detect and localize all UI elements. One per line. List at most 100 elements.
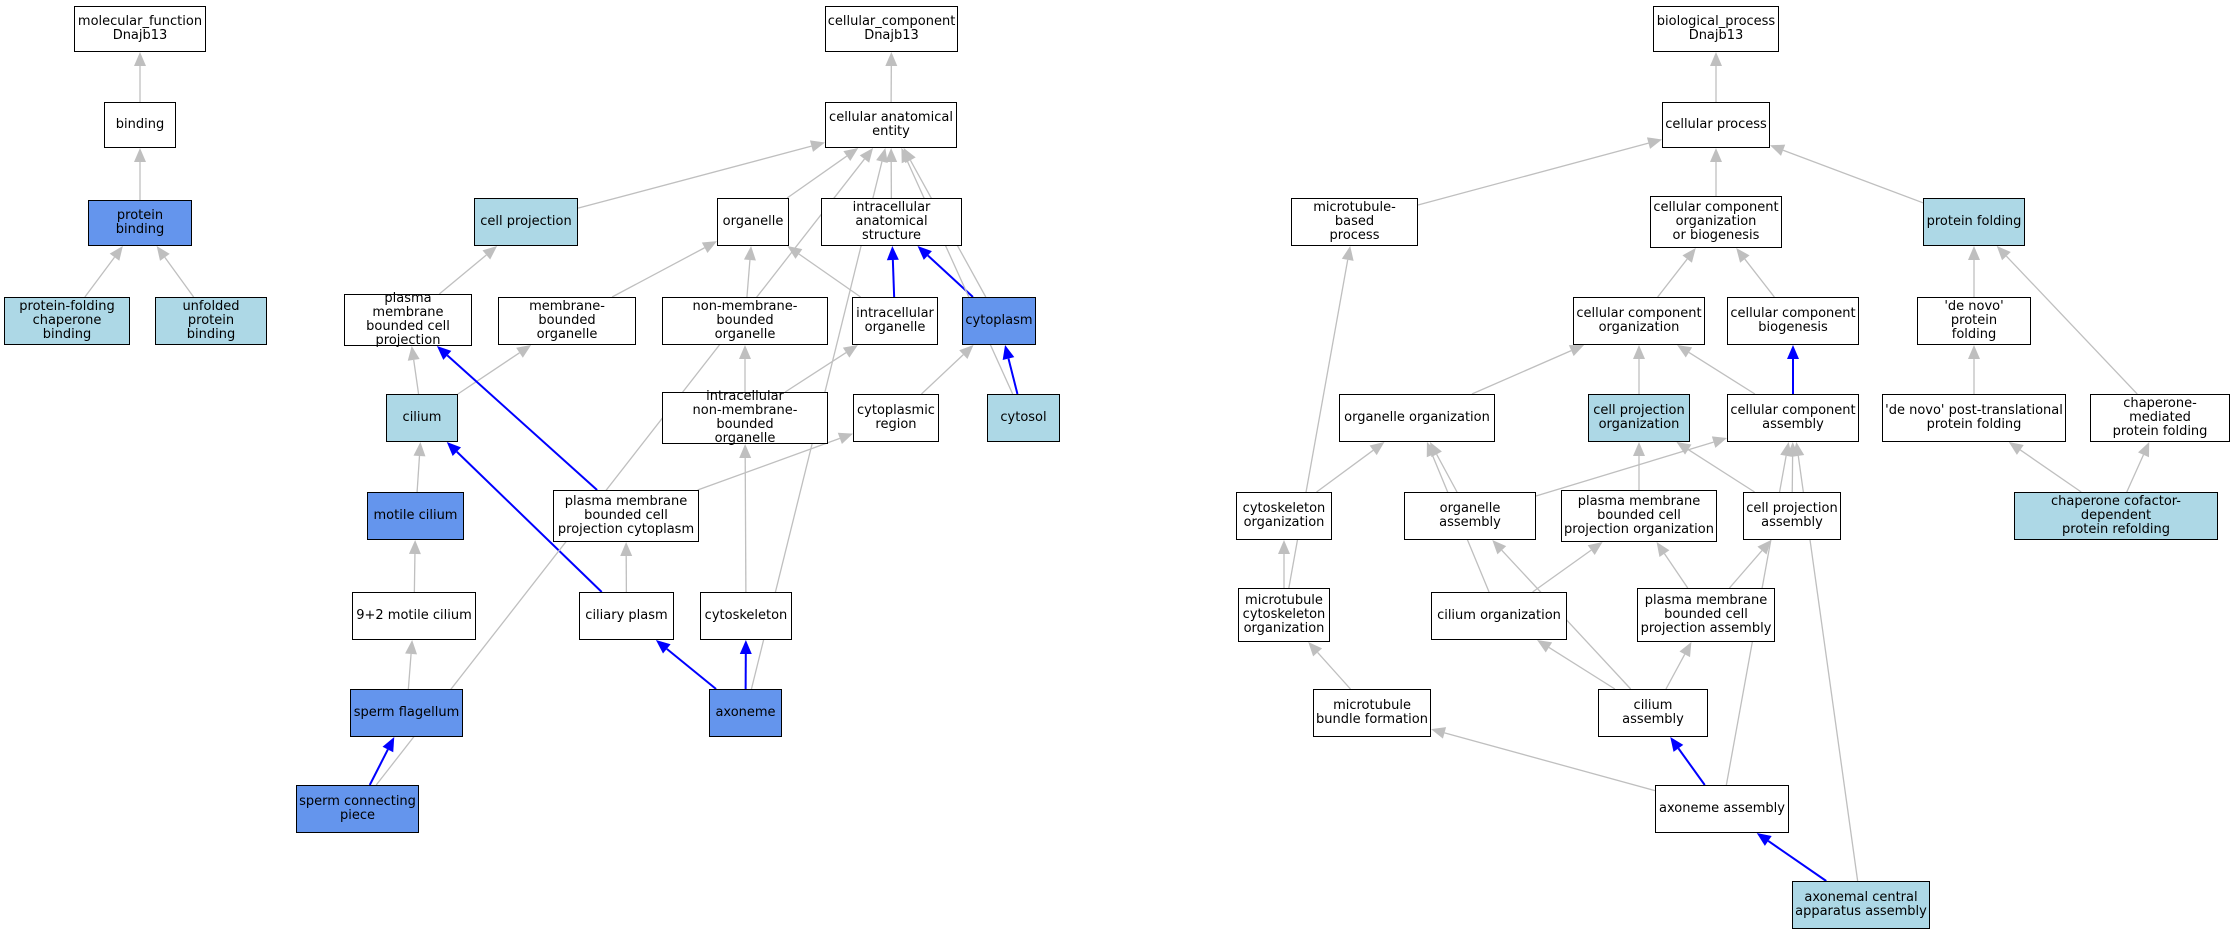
edge-arrowhead-pm_bounded_cell_projection_assembly-to-pm_bounded_cell_projection_organization bbox=[1656, 542, 1670, 557]
node-nine-plus-two-motile-cilium[interactable]: 9+2 motile cilium bbox=[352, 592, 476, 640]
node-intracellular-anatomical-structure[interactable]: intracellular anatomical structure bbox=[821, 198, 962, 246]
node-cilium-organization[interactable]: cilium organization bbox=[1431, 592, 1567, 640]
node-ciliary-plasm[interactable]: ciliary plasm bbox=[579, 592, 674, 640]
edge-line-cytoskeleton-to-intracellular_non_membrane_bounded_organelle bbox=[744, 457, 747, 593]
node-pm-bounded-cell-projection-organization[interactable]: plasma membrane bounded cell projection … bbox=[1561, 490, 1717, 542]
node-organelle-assembly[interactable]: organelle assembly bbox=[1404, 492, 1536, 540]
node-cytoplasmic-region[interactable]: cytoplasmic region bbox=[853, 394, 939, 442]
node-non-membrane-bounded-organelle[interactable]: non-membrane-bounded organelle bbox=[662, 297, 828, 345]
edge-line-sperm_connecting_piece-to-cellular_anatomical_entity bbox=[375, 158, 865, 786]
node-de-novo-protein-folding[interactable]: 'de novo' protein folding bbox=[1917, 297, 2031, 345]
node-cell-projection-organization[interactable]: cell projection organization bbox=[1588, 394, 1690, 442]
edge-arrowhead-cilium_organization-to-pm_bounded_cell_projection_organization bbox=[1587, 542, 1603, 556]
node-cilium-assembly[interactable]: cilium assembly bbox=[1598, 689, 1708, 737]
node-molecular-function-root[interactable]: molecular_function Dnajb13 bbox=[74, 6, 206, 52]
node-sperm-flagellum[interactable]: sperm flagellum bbox=[350, 689, 463, 737]
edge-line-cilium_assembly-to-pm_bounded_cell_projection_assembly bbox=[1665, 654, 1686, 690]
edge-line-cilium_organization-to-pm_bounded_cell_projection_organization bbox=[1532, 549, 1592, 593]
edge-line-nine_plus_two_motile_cilium-to-motile_cilium bbox=[413, 553, 416, 593]
edge-arrowhead-cilium-to-plasma_membrane_bounded_cell_projection bbox=[407, 346, 420, 361]
edge-line-cellular_component_biogenesis-to-cellular_component_organization_or_biogenesis bbox=[1744, 258, 1775, 298]
edge-arrowhead-cilium_assembly-to-cilium_organization bbox=[1537, 640, 1553, 653]
node-cell-projection[interactable]: cell projection bbox=[474, 198, 578, 246]
edge-arrowhead-microtubule_bundle_formation-to-microtubule_cytoskeleton_organization bbox=[1308, 642, 1323, 657]
edge-arrowhead-protein_folding-to-cellular_process bbox=[1770, 144, 1786, 156]
edge-arrowhead-de_novo_protein_folding-to-protein_folding bbox=[1968, 246, 1980, 260]
node-cytoskeleton-organization[interactable]: cytoskeleton organization bbox=[1236, 492, 1332, 540]
node-organelle[interactable]: organelle bbox=[717, 198, 789, 246]
edge-arrowhead-organelle-to-cellular_anatomical_entity bbox=[843, 148, 859, 161]
node-cellular-process[interactable]: cellular process bbox=[1662, 102, 1770, 148]
edge-arrowhead-pm_bounded_cell_projection_cytoplasm-to-cytoplasmic_region bbox=[837, 432, 853, 445]
node-cellular-component-organization-or-biogenesis[interactable]: cellular component organization or bioge… bbox=[1650, 196, 1782, 248]
node-axoneme[interactable]: axoneme bbox=[709, 689, 782, 737]
node-cytosol[interactable]: cytosol bbox=[987, 394, 1060, 442]
node-chaperone-cofactor-dependent-protein-refolding[interactable]: chaperone cofactor-dependent protein ref… bbox=[2014, 492, 2218, 540]
node-cytoskeleton[interactable]: cytoskeleton bbox=[700, 592, 792, 640]
edge-arrowhead-sperm_flagellum-to-nine_plus_two_motile_cilium bbox=[405, 640, 418, 655]
edge-arrowhead-non_membrane_bounded_organelle-to-organelle bbox=[743, 246, 756, 261]
edge-line-cytosol-to-cytoplasm bbox=[1007, 358, 1019, 395]
edge-arrowhead-chaperone_cofactor_dependent_protein_refolding-to-chaperone_mediated_protein_folding bbox=[2138, 442, 2150, 458]
edge-arrowhead-microtubule_cytoskeleton_organization-to-microtubule_based_process bbox=[1341, 246, 1354, 261]
edge-arrowhead-cytosol-to-cytoplasm bbox=[1002, 345, 1015, 361]
node-sperm-connecting-piece[interactable]: sperm connecting piece bbox=[296, 785, 419, 833]
edge-line-pm_bounded_cell_projection_cytoplasm-to-plasma_membrane_bounded_cell_projection bbox=[446, 354, 598, 491]
node-pm-bounded-cell-projection-cytoplasm[interactable]: plasma membrane bounded cell projection … bbox=[553, 490, 699, 542]
edge-arrowhead-cytosol-to-cellular_anatomical_entity bbox=[901, 148, 913, 164]
edge-arrowhead-cilium_organization-to-organelle_organization bbox=[1426, 442, 1438, 458]
edge-arrowhead-intracellular_organelle-to-organelle bbox=[787, 246, 803, 259]
node-microtubule-bundle-formation[interactable]: microtubule bundle formation bbox=[1313, 689, 1431, 737]
node-intracellular-organelle[interactable]: intracellular organelle bbox=[852, 297, 938, 345]
node-microtubule-cytoskeleton-organization[interactable]: microtubule cytoskeleton organization bbox=[1238, 588, 1330, 642]
edge-arrowhead-ciliary_plasm-to-pm_bounded_cell_projection_cytoplasm bbox=[620, 542, 633, 557]
node-pm-bounded-cell-projection-assembly[interactable]: plasma membrane bounded cell projection … bbox=[1637, 588, 1775, 642]
edge-line-membrane_bounded_organelle-to-organelle bbox=[611, 247, 705, 298]
node-protein-folding-chaperone-binding[interactable]: protein-folding chaperone binding bbox=[4, 297, 130, 345]
node-cellular-component-organization[interactable]: cellular component organization bbox=[1573, 297, 1705, 345]
node-binding[interactable]: binding bbox=[104, 102, 176, 148]
node-protein-folding[interactable]: protein folding bbox=[1923, 198, 2025, 246]
node-unfolded-protein-binding[interactable]: unfolded protein binding bbox=[155, 297, 267, 345]
edge-arrowhead-nine_plus_two_motile_cilium-to-motile_cilium bbox=[408, 540, 421, 555]
node-intracellular-non-membrane-bounded-organelle[interactable]: intracellular non-membrane-bounded organ… bbox=[662, 390, 828, 446]
node-protein-binding[interactable]: protein binding bbox=[88, 200, 192, 246]
edge-line-ciliary_plasm-to-cilium bbox=[456, 451, 603, 593]
edge-arrowhead-cytoplasmic_region-to-cytoplasm bbox=[959, 345, 974, 359]
edge-line-cellular_component_assembly-to-cellular_component_organization bbox=[1688, 351, 1756, 395]
edge-arrowhead-cellular_component_organization-to-cellular_component_organization_or_biogenesis bbox=[1682, 248, 1696, 263]
node-cellular-component-root[interactable]: cellular_component Dnajb13 bbox=[825, 6, 958, 52]
edge-arrowhead-protein_folding_chaperone_binding-to-protein_binding bbox=[109, 246, 123, 261]
edge-arrowhead-axoneme-to-cellular_anatomical_entity bbox=[876, 148, 888, 164]
edge-line-sperm_flagellum-to-nine_plus_two_motile_cilium bbox=[407, 653, 412, 690]
edge-line-cytoskeleton_organization-to-organelle_organization bbox=[1316, 449, 1374, 493]
edge-line-microtubule_bundle_formation-to-microtubule_cytoskeleton_organization bbox=[1317, 651, 1351, 690]
node-organelle-organization[interactable]: organelle organization bbox=[1339, 394, 1495, 442]
edge-arrowhead-plasma_membrane_bounded_cell_projection-to-cell_projection bbox=[482, 246, 498, 260]
edge-line-cell_projection_assembly-to-cell_projection_organization bbox=[1687, 449, 1755, 493]
node-cellular-anatomical-entity[interactable]: cellular anatomical entity bbox=[825, 102, 957, 148]
edge-arrowhead-axoneme_assembly-to-cilium_assembly bbox=[1670, 737, 1684, 752]
edge-line-axoneme-to-ciliary_plasm bbox=[666, 648, 717, 690]
node-de-novo-post-translational-protein-folding[interactable]: 'de novo' post-translational protein fol… bbox=[1882, 394, 2066, 442]
node-plasma-membrane-bounded-cell-projection[interactable]: plasma membrane bounded cell projection bbox=[344, 292, 472, 348]
edge-arrowhead-cilium-to-membrane_bounded_organelle bbox=[516, 345, 532, 358]
node-biological-process-root[interactable]: biological_process Dnajb13 bbox=[1653, 6, 1779, 52]
edge-line-cytosol-to-cellular_anatomical_entity bbox=[906, 160, 1014, 395]
edge-arrowhead-motile_cilium-to-cilium bbox=[413, 442, 426, 457]
node-cilium[interactable]: cilium bbox=[386, 394, 458, 442]
node-motile-cilium[interactable]: motile cilium bbox=[367, 492, 464, 540]
node-axonemal-central-apparatus-assembly[interactable]: axonemal central apparatus assembly bbox=[1792, 881, 1930, 929]
node-membrane-bounded-organelle[interactable]: membrane-bounded organelle bbox=[498, 297, 636, 345]
node-cell-projection-assembly[interactable]: cell projection assembly bbox=[1743, 492, 1841, 540]
edge-arrowhead-cilium_assembly-to-pm_bounded_cell_projection_assembly bbox=[1679, 642, 1692, 658]
node-cytoplasm[interactable]: cytoplasm bbox=[962, 297, 1036, 345]
node-cellular-component-assembly[interactable]: cellular component assembly bbox=[1727, 394, 1859, 442]
edge-arrowhead-cytoplasm-to-intracellular_anatomical_structure bbox=[917, 246, 932, 260]
node-microtubule-based-process[interactable]: microtubule-based process bbox=[1291, 198, 1418, 246]
node-chaperone-mediated-protein-folding[interactable]: chaperone-mediated protein folding bbox=[2090, 394, 2230, 442]
edge-arrowhead-membrane_bounded_organelle-to-organelle bbox=[701, 241, 717, 254]
edge-arrowhead-cellular_process-to-bp_root bbox=[1710, 52, 1722, 66]
node-cellular-component-biogenesis[interactable]: cellular component biogenesis bbox=[1727, 297, 1859, 345]
node-axoneme-assembly[interactable]: axoneme assembly bbox=[1655, 785, 1789, 833]
